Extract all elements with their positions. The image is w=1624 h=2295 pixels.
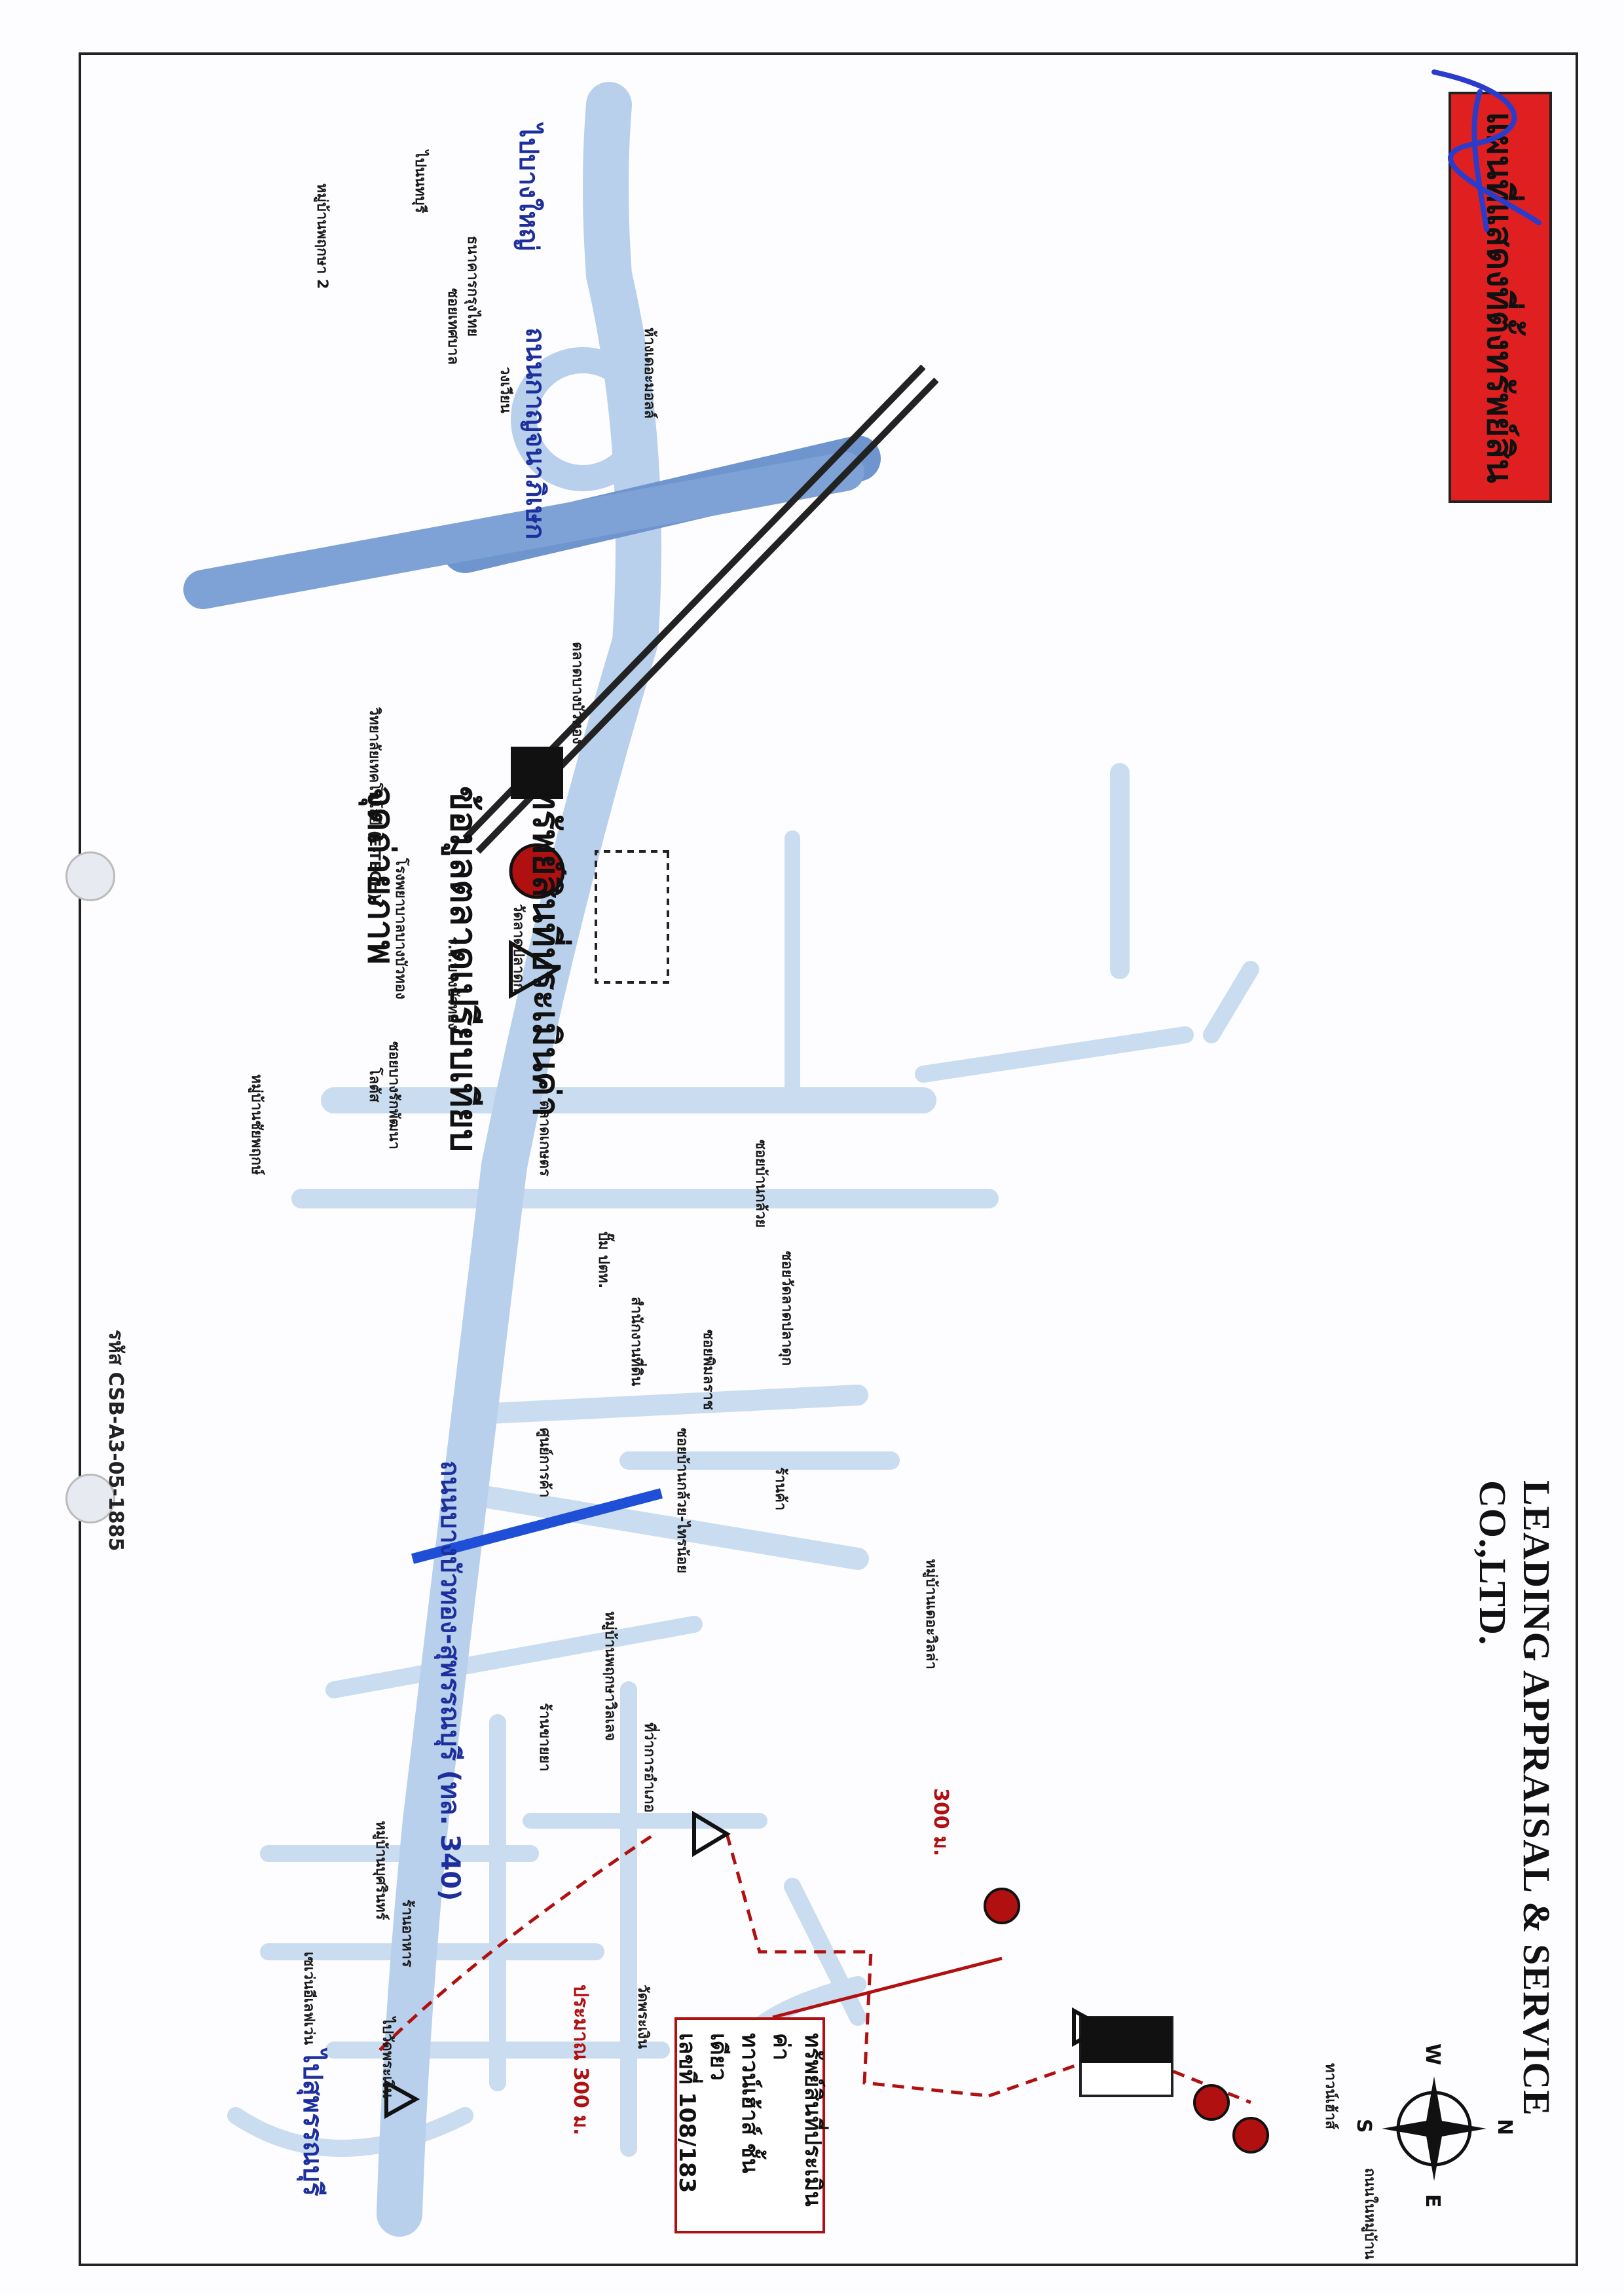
place-label: หมู่บ้านเดอะวิลล่า [923, 1559, 939, 1670]
ring-road-ext [183, 452, 864, 609]
location-map: แผนที่แสดงที่ตั้งทรัพย์สิน LEADING APPRA… [79, 52, 1578, 2266]
compass-s: S [1352, 2119, 1375, 2133]
legend-item-photo-point: จุดถ่ายภาพ [352, 707, 411, 1152]
road-label-soi-3: ซอยพิมลราช [700, 1330, 716, 1410]
canal [411, 1488, 663, 1564]
subject-square-icon [517, 707, 576, 766]
compass-rose [1382, 2076, 1486, 2181]
callout-line-2: ทาวน์เฮ้าส์ ชั้นเดียว [705, 2033, 763, 2174]
place-label: วัดพระเงิน [635, 1985, 651, 2049]
signature-mark [1431, 69, 1541, 232]
place-label: หมู่บ้านบุศรินทร์ [373, 1821, 389, 1920]
roundabout [511, 347, 655, 491]
road-label-soi-5: ซอยบ้านกล้วย-ไทรน้อย [674, 1428, 690, 1574]
legend-item-comparable: ข้อมูลตลาดเปรียบเทียบ [435, 707, 494, 1152]
callout-line-3: เลขที่ 108/183 [674, 2033, 700, 2193]
compass-e: E [1421, 2194, 1444, 2208]
legend-symbols [509, 747, 565, 999]
place-label: ศูนย์การค้า [536, 1428, 553, 1498]
main-road-340 [377, 82, 661, 2237]
road-label-to-right: ไปสุพรรณบุรี [297, 2050, 327, 2197]
legend-item-subject: ทรัพย์สินที่ประเมินค่า [517, 707, 576, 1152]
distance-label-1: ประมาณ 300 ม. [569, 1985, 592, 2136]
market-area [595, 850, 669, 984]
compass-w: W [1421, 2043, 1444, 2066]
road-label-to-top-left: ไปนนทบุรี [412, 151, 428, 214]
callout-pointer [772, 1956, 1003, 2019]
place-label: ร้านขายยา [536, 1703, 553, 1772]
place-label: ทาวน์เฮ้าส์ [1322, 2063, 1338, 2129]
place-label: เซเว่นอีเลฟเว่น [301, 1952, 317, 2045]
place-label: ธนาคารกรุงไทย [464, 236, 481, 337]
company-name: LEADING APPRAISAL & SERVICE CO.,LTD. [1471, 1480, 1558, 2116]
road-label-to-left: ไปบางใหญ่ [513, 124, 544, 251]
comparable-circle-icon [435, 707, 494, 766]
callout-line-1: ทรัพย์สินที่ประเมินค่า [768, 2033, 826, 2207]
place-label: หมู่บ้านพฤกษาวิลเลจ [602, 1611, 618, 1742]
camera-triangle-icon [352, 707, 411, 766]
market-comparable-markers [984, 1888, 1269, 2154]
map-frame [79, 52, 1578, 2266]
road-label-340: ถนนบางบัวทอง-สุพรรณบุรี (ทล. 340) [435, 1461, 465, 1901]
place-label: หมู่บ้านชัยพฤกษ์ [248, 1074, 265, 1175]
place-label: ร้านค้า [772, 1467, 788, 1511]
place-label: ปั๊ม ปตท. [595, 1231, 612, 1289]
punch-hole [65, 1474, 115, 1523]
road-label-ring: ถนนกาญจนาภิเษก [520, 327, 550, 540]
subject-property-block [1079, 2016, 1173, 2097]
photo-point-markers [384, 1810, 1108, 2119]
map-legend: ทรัพย์สินที่ประเมินค่า ข้อมูลตลาดเปรียบเ… [329, 707, 576, 1152]
place-label: สำนักงานที่ดิน [628, 1297, 644, 1387]
punch-hole [65, 851, 115, 901]
document-code: รหัส CSB-A3-05-1885 [104, 1330, 127, 1552]
compass-n: N [1493, 2119, 1516, 2136]
minor-roads [227, 763, 1259, 2157]
road-label-soi-1: ซอยบ้านกล้วย [752, 1140, 769, 1228]
place-label: ร้านอาหาร [399, 1899, 415, 1968]
place-label: ที่ว่าการอำเภอ [641, 1723, 657, 1813]
place-label: ไปวัดพระเงิน [379, 2017, 396, 2099]
place-label: ถนนในหมู่บ้าน [1361, 2168, 1378, 2260]
subject-property-callout: ทรัพย์สินที่ประเมินค่า ทาวน์เฮ้าส์ ชั้นเ… [674, 2017, 826, 2233]
road-label-soi-2: ซอยวัดลาดปลาดุก [779, 1251, 795, 1366]
map-drawing [183, 82, 1486, 2237]
distance-label-2: 300 ม. [929, 1788, 952, 1857]
map-viewport: แผนที่แสดงที่ตั้งทรัพย์สิน LEADING APPRA… [79, 52, 1578, 2266]
place-label: หมู่บ้านพฤกษา 2 [314, 183, 330, 289]
place-label: วงเวียน [497, 367, 513, 413]
place-label: ห้างเดอะมอลล์ [641, 327, 657, 419]
